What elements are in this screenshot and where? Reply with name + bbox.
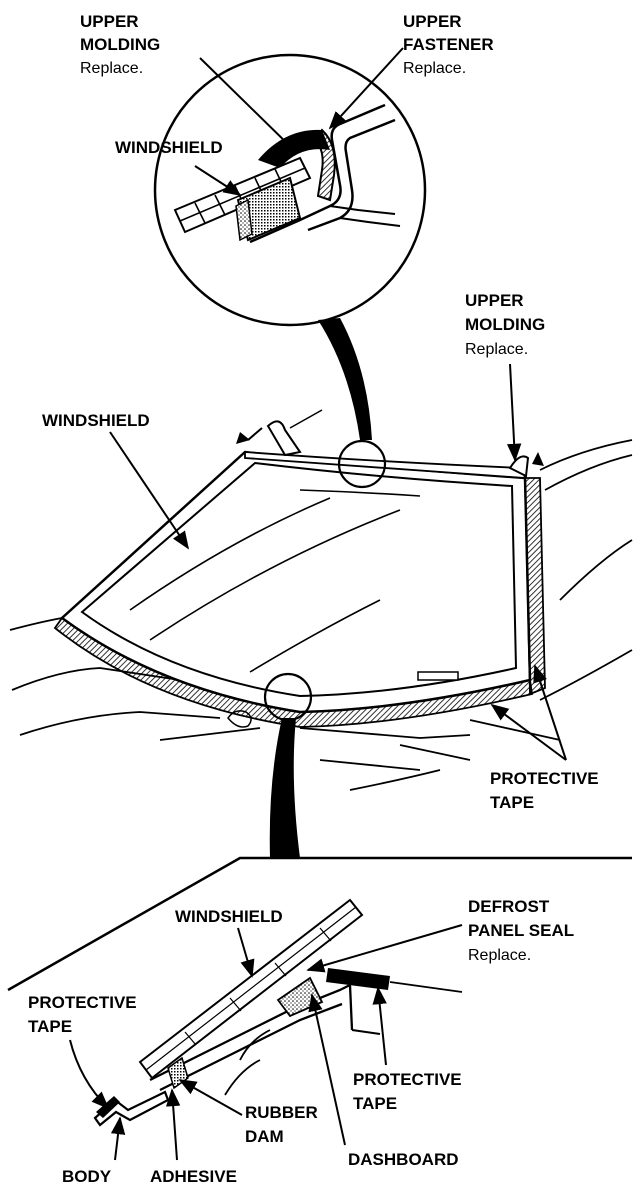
windshield-bottom-detail-label: WINDSHIELD <box>175 907 283 926</box>
rubber-dam-label-1: RUBBER <box>245 1103 318 1122</box>
upper-molding-right-label-3: Replace. <box>465 341 528 358</box>
rubber-dam-label-2: DAM <box>245 1127 284 1146</box>
upper-molding-right-label-1: UPPER <box>465 291 524 310</box>
labels: UPPER MOLDING Replace. UPPER FASTENER Re… <box>28 12 599 1186</box>
protective-tape-mid-label-1: PROTECTIVE <box>353 1070 462 1089</box>
windshield-main-view <box>9 409 633 791</box>
defrost-label-3: Replace. <box>468 947 531 964</box>
windshield-glass-section <box>173 156 312 234</box>
upper-molding-top-label-1: UPPER <box>80 12 139 31</box>
upper-fastener-label-2: FASTENER <box>403 35 494 54</box>
upper-molding-right-label-2: MOLDING <box>465 315 545 334</box>
upper-molding-top-label-2: MOLDING <box>80 35 160 54</box>
upper-detail-callout-circle <box>337 439 387 489</box>
protective-tape-right-label-1: PROTECTIVE <box>490 769 599 788</box>
adhesive-label: ADHESIVE <box>150 1167 237 1186</box>
leader-lines <box>69 47 567 1161</box>
protective-tape-mid-label-2: TAPE <box>353 1094 397 1113</box>
dashboard-label: DASHBOARD <box>348 1150 459 1169</box>
defrost-label-2: PANEL SEAL <box>468 921 574 940</box>
upper-molding-top-label-3: Replace. <box>80 60 143 77</box>
windshield-detail-top-label: WINDSHIELD <box>115 138 223 157</box>
detail-pointer-bottom <box>269 718 300 858</box>
windshield-main-label: WINDSHIELD <box>42 411 150 430</box>
upper-fastener-label-3: Replace. <box>403 60 466 77</box>
body-label: BODY <box>62 1167 112 1186</box>
upper-molding-detail-view <box>153 53 427 327</box>
upper-fastener-label-1: UPPER <box>403 12 462 31</box>
detail-pointer-top <box>318 318 372 440</box>
protective-tape-left-label-2: TAPE <box>28 1017 72 1036</box>
defrost-label-1: DEFROST <box>468 897 550 916</box>
protective-tape-right-label-2: TAPE <box>490 793 534 812</box>
protective-tape-left-label-1: PROTECTIVE <box>28 993 137 1012</box>
